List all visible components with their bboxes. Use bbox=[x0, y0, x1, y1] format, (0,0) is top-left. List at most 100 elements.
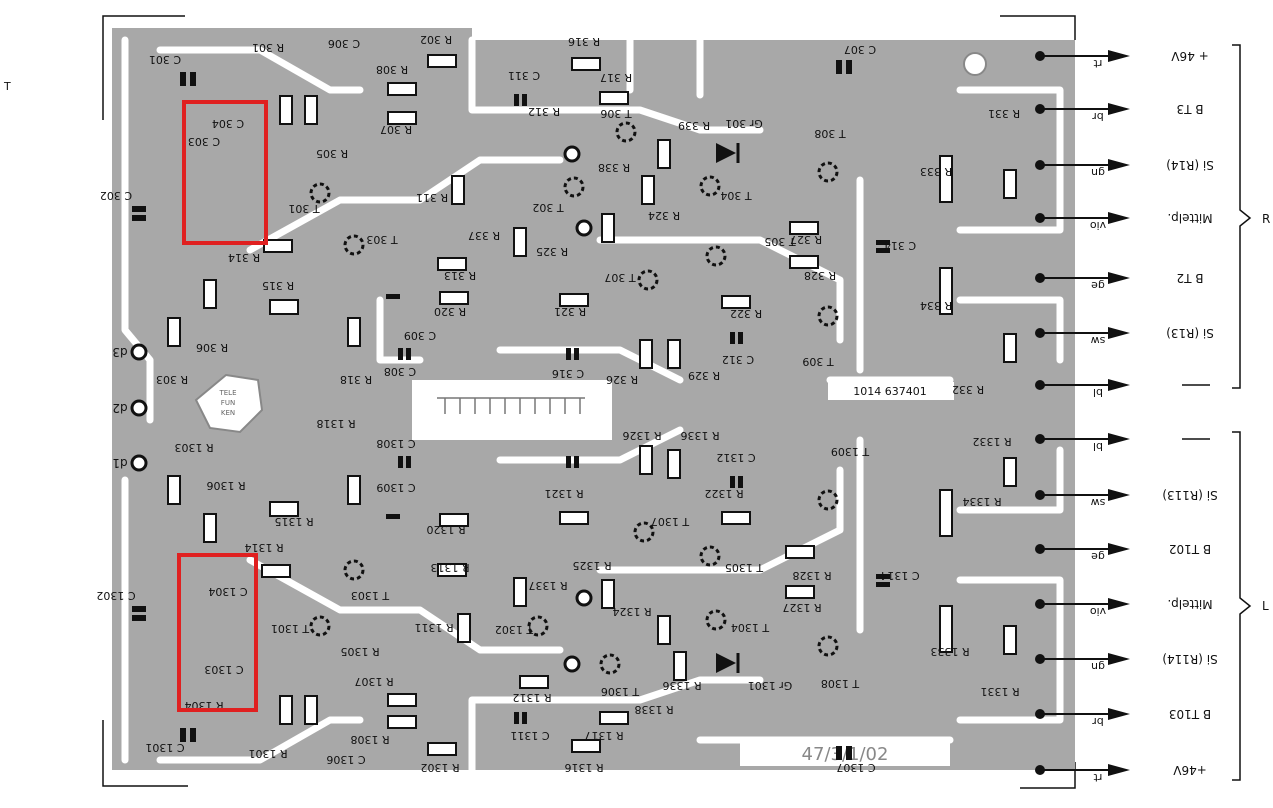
bottom-connector: vio Mittelp. bbox=[1035, 597, 1213, 618]
component-bottom-label: Gr 1301 bbox=[748, 679, 793, 692]
bottom-connector: rt+46V bbox=[1035, 763, 1207, 784]
component-top-label: R 322 bbox=[730, 307, 762, 320]
component-top-label: R 324 bbox=[648, 209, 680, 222]
top-connector: bl bbox=[1035, 379, 1210, 399]
arrow-right-icon bbox=[1108, 50, 1130, 62]
component-bottom-label: R 1301 bbox=[248, 747, 287, 760]
connector-label: Mittelp. bbox=[1167, 211, 1212, 225]
component-symbols bbox=[130, 52, 1017, 760]
component-top-label: C 307 bbox=[844, 43, 876, 56]
component-bottom-label: R 1318 bbox=[316, 417, 355, 430]
wire-color-label: vio bbox=[1090, 219, 1107, 232]
component-bottom-label: R 1338 bbox=[634, 703, 673, 716]
component-top-label: T 302 bbox=[532, 201, 564, 214]
component-top-label: T 305 bbox=[764, 235, 796, 248]
arrow-right-icon bbox=[1108, 159, 1130, 171]
component-top-label: C 302 bbox=[100, 189, 132, 202]
side-mark-label: T bbox=[3, 80, 11, 93]
component-bottom-label: R 1302 bbox=[420, 761, 459, 774]
wire-color-label: sw bbox=[1091, 334, 1106, 347]
component-bottom-label: C 1314 bbox=[880, 569, 919, 582]
top-connector: vio Mittelp. bbox=[1035, 211, 1213, 232]
top-connector: sw Si (R13) bbox=[1035, 326, 1214, 347]
connector-label: B T2 bbox=[1176, 271, 1203, 285]
wire-color-label: ge bbox=[1091, 279, 1105, 292]
component-bottom-label: R 1331 bbox=[980, 685, 1019, 698]
component-top-label: T 301 bbox=[288, 202, 320, 215]
component-bottom-label: R 1320 bbox=[426, 523, 465, 536]
component-top-label: R 328 bbox=[804, 269, 836, 282]
component-top-label: R 334 bbox=[920, 299, 952, 312]
component-top-label: R 321 bbox=[554, 305, 586, 318]
component-bottom-label: T 1304 bbox=[731, 621, 770, 634]
component-top-label: C 301 bbox=[149, 53, 181, 66]
top-connector: ge B T2 bbox=[1035, 271, 1204, 292]
component-top-label: R 320 bbox=[434, 305, 466, 318]
connector-label: Si (R13) bbox=[1166, 326, 1214, 340]
wire-color-label: rt bbox=[1093, 57, 1103, 70]
component-bottom-label: R 1324 bbox=[612, 605, 651, 618]
svg-text:TELE: TELE bbox=[218, 389, 236, 397]
component-bottom-label: C 1301 bbox=[145, 741, 184, 754]
component-bottom-label: R 1333 bbox=[930, 645, 969, 658]
component-top-label: R 325 bbox=[536, 245, 568, 258]
test-point-label: d1 bbox=[112, 456, 127, 470]
component-top-label: R 311 bbox=[416, 191, 448, 204]
component-top-label: R 331 bbox=[988, 107, 1020, 120]
component-top-label: R 337 bbox=[468, 229, 500, 242]
component-top-label: R 315 bbox=[262, 279, 294, 292]
component-top-label: R 312 bbox=[528, 105, 560, 118]
component-bottom-label: R 1312 bbox=[512, 691, 551, 704]
arrow-right-icon bbox=[1108, 543, 1130, 555]
component-bottom-label: T 1307 bbox=[651, 515, 690, 528]
component-bottom-label: R 1315 bbox=[274, 515, 313, 528]
component-top-label: C 308 bbox=[384, 365, 416, 378]
component-bottom-label: R 1307 bbox=[354, 675, 393, 688]
component-bottom-label: R 1336 bbox=[662, 679, 701, 692]
component-bottom-label: C 1309 bbox=[376, 481, 415, 494]
serial-top-label: 1014 637401 bbox=[853, 385, 926, 398]
component-top-label: R 313 bbox=[444, 269, 476, 282]
serial-bottom-label: 47/3/1/02 bbox=[802, 744, 889, 765]
wire-color-label: br bbox=[1092, 110, 1104, 123]
highlight-box-bottom bbox=[177, 553, 258, 712]
channel-label-bottom: L bbox=[1262, 599, 1269, 613]
component-top-label: R 301 bbox=[252, 41, 284, 54]
component-top-label: R 332 bbox=[952, 383, 984, 396]
wire-color-label: vio bbox=[1090, 605, 1107, 618]
wire-color-label: ge bbox=[1091, 550, 1105, 563]
connector-label: B T102 bbox=[1169, 542, 1211, 556]
arrow-right-icon bbox=[1108, 327, 1130, 339]
component-bottom-label: T 1303 bbox=[351, 589, 390, 602]
component-top-label: R 317 bbox=[600, 71, 632, 84]
component-top-label: R 326 bbox=[606, 373, 638, 386]
component-top-label: T 309 bbox=[802, 355, 834, 368]
component-top-label: C 304 bbox=[212, 117, 244, 130]
pcb-board bbox=[112, 28, 1075, 770]
component-bottom-label: T 1309 bbox=[831, 445, 870, 458]
connector-label: Mittelp. bbox=[1167, 597, 1212, 611]
component-bottom-label: R 1314 bbox=[244, 541, 283, 554]
component-top-label: R 316 bbox=[568, 35, 600, 48]
component-bottom-label: R 1327 bbox=[782, 601, 821, 614]
component-bottom-label: R 1332 bbox=[972, 435, 1011, 448]
component-top-label: T 304 bbox=[720, 189, 752, 202]
component-bottom-label: R 1325 bbox=[572, 559, 611, 572]
component-bottom-label: C 1303 bbox=[204, 663, 243, 676]
component-bottom-label: R 1326 bbox=[622, 429, 661, 442]
arrow-right-icon bbox=[1108, 653, 1130, 665]
component-top-label: R 305 bbox=[316, 147, 348, 160]
wire-color-label: bl bbox=[1093, 386, 1103, 399]
component-top-label: R 303 bbox=[156, 373, 188, 386]
component-top-label: R 338 bbox=[598, 161, 630, 174]
component-bottom-label: R 1334 bbox=[962, 495, 1001, 508]
component-bottom-label: R 1328 bbox=[792, 569, 831, 582]
channel-bracket-bottom bbox=[1232, 431, 1252, 781]
component-bottom-label: C 1308 bbox=[376, 437, 415, 450]
top-connector: rt+ 46V bbox=[1035, 49, 1209, 70]
